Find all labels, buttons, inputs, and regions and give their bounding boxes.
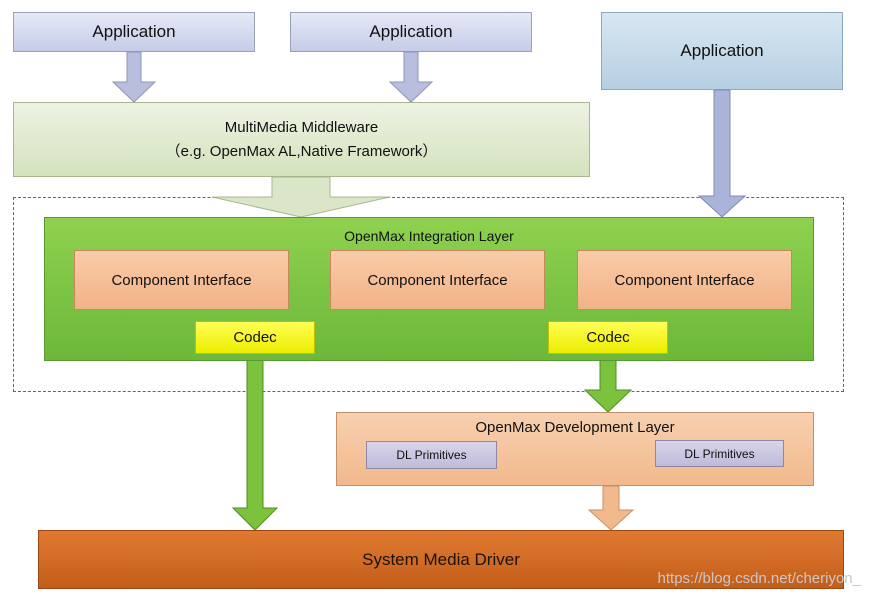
dl-primitives-label-1: DL Primitives [396, 448, 467, 462]
arrow-codec1-to-driver [231, 353, 279, 531]
arrow-codec2-to-development-layer [583, 353, 633, 413]
system-media-driver: System Media Driver [38, 530, 844, 589]
component-interface-1: Component Interface [74, 250, 289, 310]
integration-layer-title: OpenMax Integration Layer [344, 228, 514, 244]
middleware-title: MultiMedia Middleware [224, 118, 379, 136]
codec-1: Codec [195, 321, 315, 354]
dl-primitives-1: DL Primitives [366, 441, 497, 469]
multimedia-middleware-box: MultiMedia Middleware （e.g. OpenMax AL,N… [13, 102, 590, 177]
codec-2: Codec [548, 321, 668, 354]
arrow-app3-to-integration-layer [697, 89, 747, 218]
codec-label-1: Codec [233, 329, 277, 346]
codec-label-2: Codec [586, 329, 630, 346]
component-interface-label-3: Component Interface [614, 271, 755, 289]
driver-label: System Media Driver [362, 549, 520, 569]
dl-primitives-2: DL Primitives [655, 440, 784, 467]
application-label-2: Application [369, 22, 453, 41]
component-interface-3: Component Interface [577, 250, 792, 310]
application-label-3: Application [680, 41, 764, 60]
arrow-app2-to-middleware [388, 51, 434, 103]
application-box-3: Application [601, 12, 843, 90]
component-interface-label-2: Component Interface [367, 271, 508, 289]
arrow-middleware-to-integration-layer [211, 176, 391, 218]
dl-primitives-label-2: DL Primitives [684, 446, 755, 461]
middleware-subtitle: （e.g. OpenMax AL,Native Framework） [165, 142, 438, 160]
development-layer-title: OpenMax Development Layer [475, 419, 675, 436]
component-interface-label-1: Component Interface [111, 271, 252, 289]
arrow-development-layer-to-driver [587, 485, 635, 531]
component-interface-2: Component Interface [330, 250, 545, 310]
openmax-il-boundary [13, 197, 844, 392]
application-label-1: Application [92, 22, 176, 41]
arrow-app1-to-middleware [111, 51, 157, 103]
watermark-text: https://blog.csdn.net/cheriyon_ [657, 570, 861, 587]
